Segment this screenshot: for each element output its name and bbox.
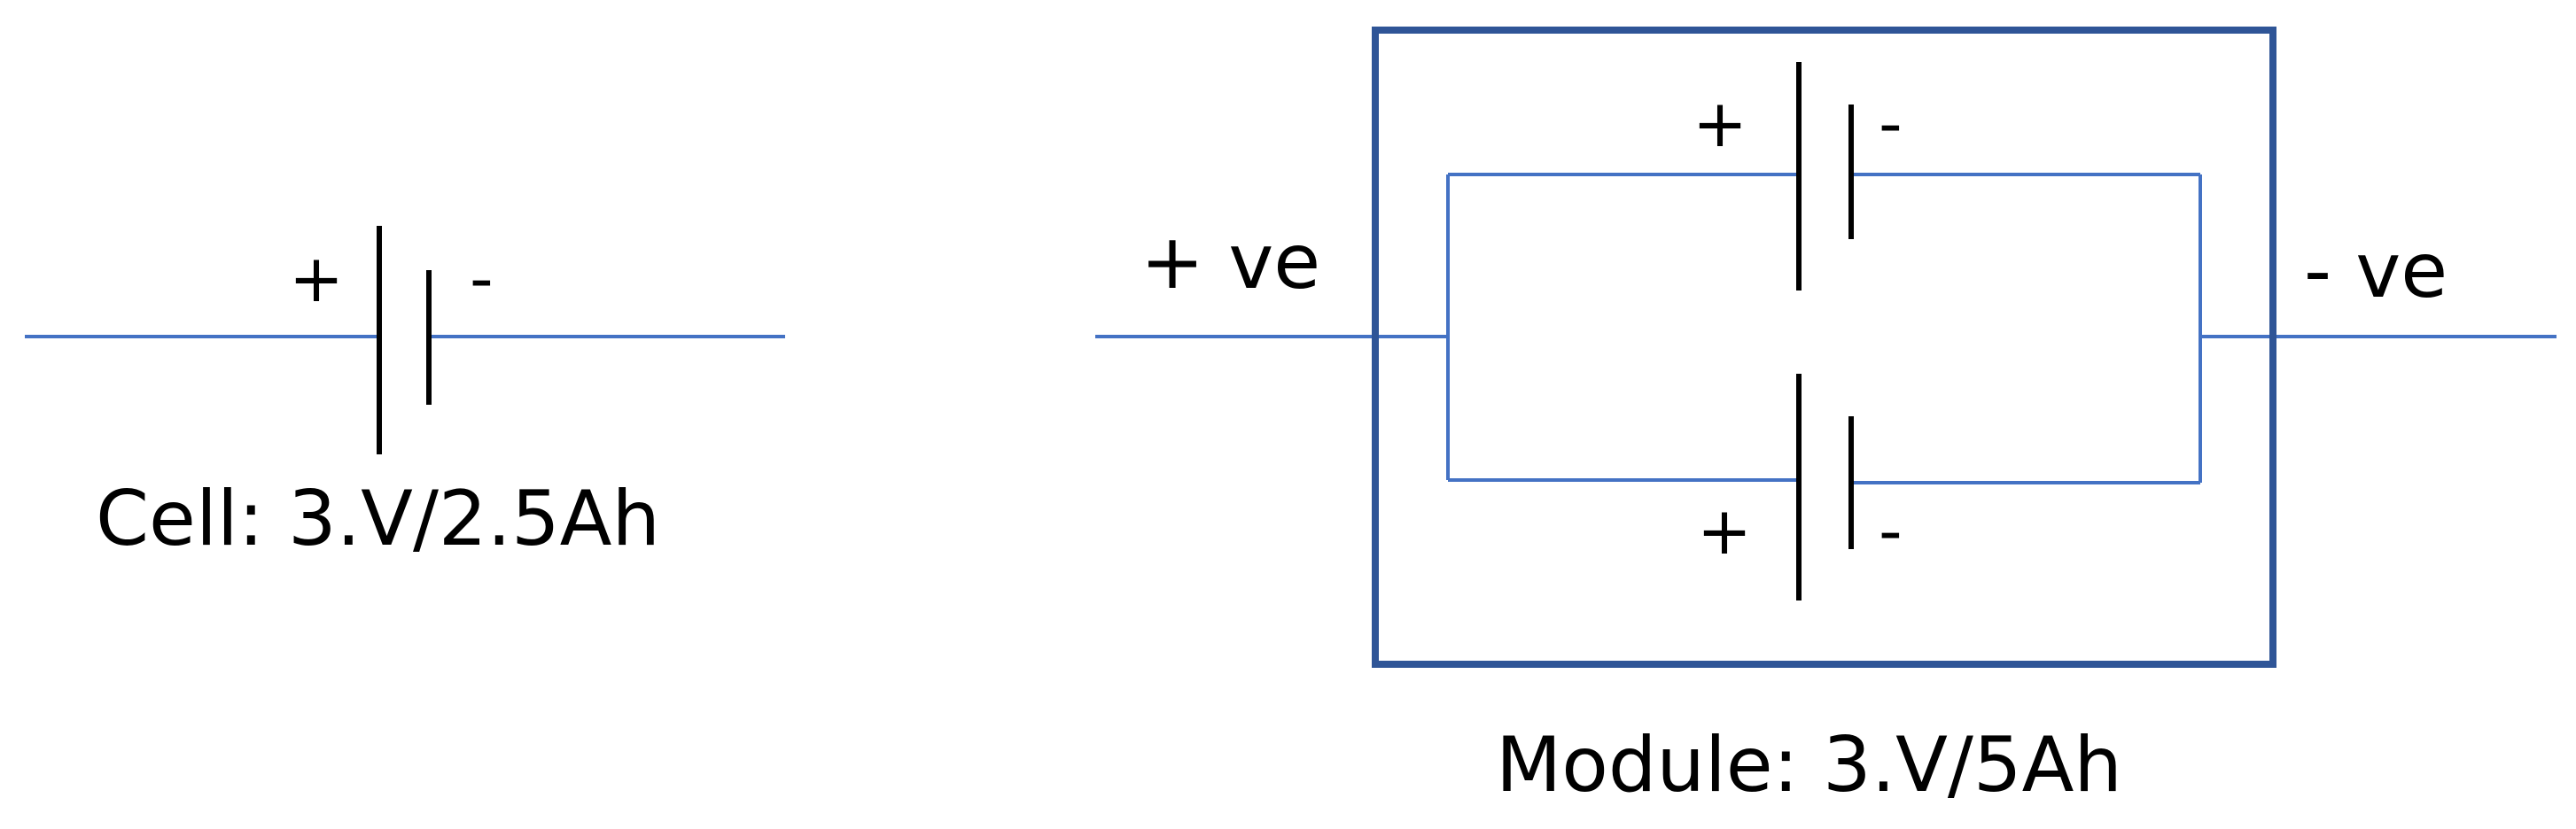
cell-negative-sign: - (470, 241, 494, 317)
cell-caption: Cell: 3.V/2.5Ah (96, 475, 660, 563)
module-positive-terminal-label: + ve (1140, 218, 1320, 306)
module-group: + - + - + ve - ve Module: 3.V/5Ah (1095, 27, 2557, 810)
bottom-cell-positive-sign: + (1697, 493, 1752, 569)
cell-group: + - Cell: 3.V/2.5Ah (25, 226, 785, 563)
module-negative-terminal-label: - ve (2304, 227, 2448, 315)
bottom-cell-negative-sign: - (1879, 493, 1903, 569)
module-frame (1372, 27, 2276, 668)
module-caption: Module: 3.V/5Ah (1496, 721, 2122, 810)
top-cell-negative-sign: - (1879, 86, 1903, 162)
top-cell-positive-sign: + (1693, 86, 1747, 162)
cell-positive-sign: + (289, 241, 344, 317)
